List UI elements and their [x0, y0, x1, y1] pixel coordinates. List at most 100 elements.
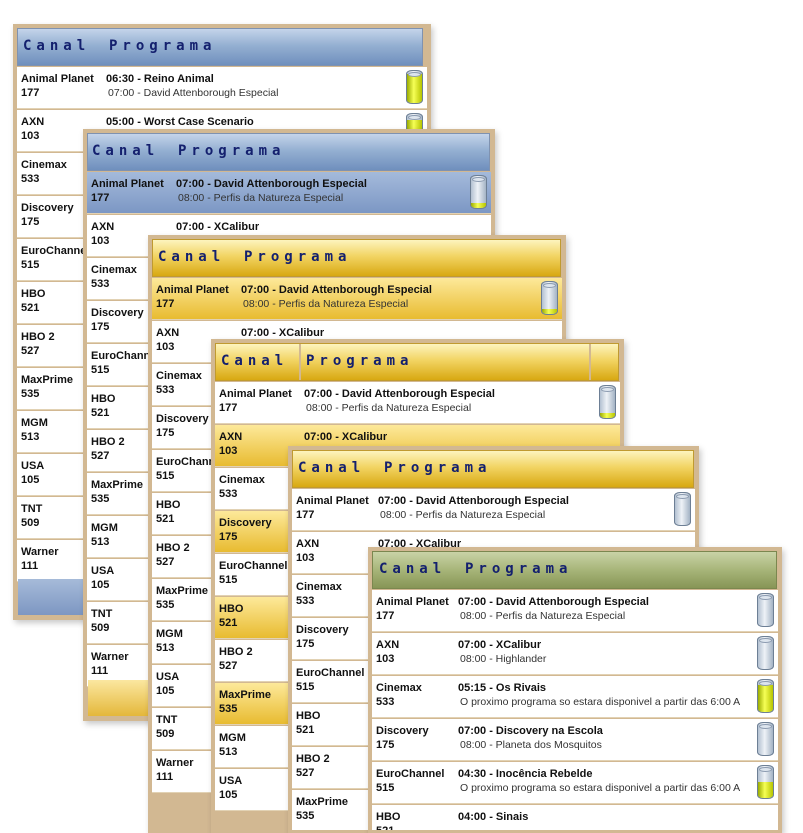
channel-number: 521 [296, 724, 315, 736]
channel-name: Discovery [156, 413, 209, 425]
program-cell: 07:00 - XCalibur [304, 430, 387, 444]
channel-name: MaxPrime [21, 374, 73, 386]
channel-name: Warner [156, 757, 194, 769]
channel-number: 509 [156, 728, 175, 740]
channel-name: EuroChannel [156, 456, 225, 468]
channel-cell: USA 105 [91, 564, 114, 592]
panel-header: Canal Programa [292, 450, 694, 488]
panel-header: Canal Programa [87, 133, 490, 171]
channel-number: 527 [91, 450, 110, 462]
channel-number: 175 [376, 739, 395, 751]
next-program: 08:00 - Perfis da Natureza Especial [460, 610, 626, 622]
channel-name: Animal Planet [156, 284, 229, 296]
channel-cell: AXN 103 [219, 430, 242, 458]
channel-number: 105 [91, 579, 110, 591]
program-cell: 05:15 - Os Rivais O proximo programa so e… [458, 681, 740, 709]
channel-number: 535 [156, 599, 175, 611]
channel-number: 527 [21, 345, 40, 357]
channel-number: 515 [296, 681, 315, 693]
channel-number: 515 [21, 259, 40, 271]
channel-number: 177 [296, 509, 315, 521]
channel-name: USA [91, 565, 115, 577]
channel-number: 515 [156, 470, 175, 482]
channel-cell: MaxPrime 535 [156, 584, 208, 612]
channel-name: MGM [91, 522, 118, 534]
channel-name: HBO 2 [21, 331, 55, 343]
next-program: 08:00 - Highlander [460, 653, 547, 665]
channel-name: HBO [296, 710, 321, 722]
channel-number: 533 [219, 488, 238, 500]
channel-number: 513 [21, 431, 40, 443]
channel-cell: MaxPrime 535 [91, 478, 143, 506]
header-programa: Programa [244, 249, 352, 265]
channel-name: Cinemax [91, 264, 137, 276]
channel-number: 103 [156, 341, 175, 353]
channel-name: Cinemax [156, 370, 202, 382]
header-canal: Canal [23, 38, 91, 54]
next-program: O proximo programa so estara disponivel … [460, 696, 741, 708]
channel-number: 509 [91, 622, 110, 634]
current-program: 04:30 - Inocência Rebelde [458, 768, 593, 780]
channel-name: MaxPrime [91, 479, 143, 491]
current-program: 07:00 - XCalibur [304, 431, 388, 443]
next-program: 08:00 - Perfis da Natureza Especial [306, 402, 472, 414]
progress-cylinder-icon [470, 175, 487, 209]
header-programa: Programa [465, 561, 573, 577]
channel-name: Discovery [91, 307, 144, 319]
channel-number: 105 [219, 789, 238, 801]
channel-name: HBO 2 [156, 542, 190, 554]
channel-number: 521 [91, 407, 110, 419]
header-canal: Canal [92, 143, 160, 159]
channel-name: HBO [21, 288, 46, 300]
channel-name: Discovery [376, 725, 429, 737]
channel-number: 175 [21, 216, 40, 228]
channel-number: 177 [21, 87, 40, 99]
channel-name: USA [219, 775, 243, 787]
channel-name: AXN [219, 431, 243, 443]
channel-number: 515 [91, 364, 110, 376]
channel-name: Discovery [219, 517, 272, 529]
channel-number: 515 [376, 782, 395, 794]
channel-number: 535 [219, 703, 238, 715]
channel-number: 521 [219, 617, 238, 629]
current-program: 07:00 - David Attenborough Especial [176, 178, 367, 190]
channel-name: MaxPrime [156, 585, 208, 597]
progress-fill [758, 782, 773, 798]
header-divider [299, 344, 301, 380]
channel-number: 513 [219, 746, 238, 758]
current-program: 05:15 - Os Rivais [458, 682, 547, 694]
channel-cell: EuroChannel 515 [156, 455, 224, 483]
channel-number: 103 [219, 445, 238, 457]
channel-number: 103 [296, 552, 315, 564]
header-canal: Canal [379, 561, 447, 577]
channel-number: 535 [91, 493, 110, 505]
program-cell: 05:00 - Worst Case Scenario [106, 115, 254, 129]
progress-fill [600, 413, 615, 418]
